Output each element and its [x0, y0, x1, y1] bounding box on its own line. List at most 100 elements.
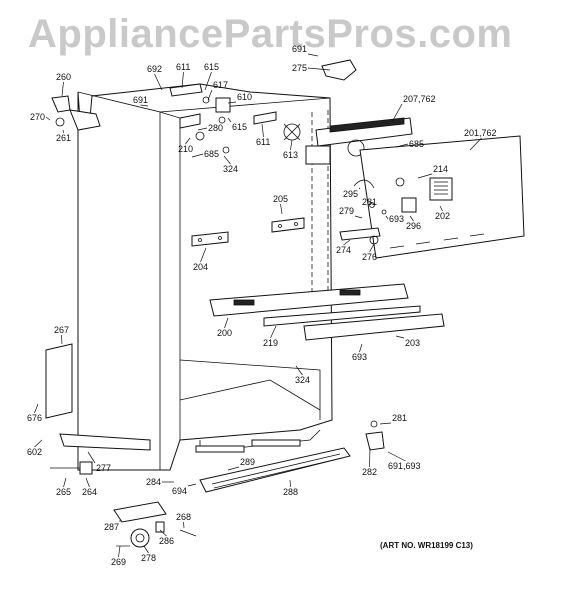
callout-c-287: 287 [104, 522, 119, 532]
callout-c-617: 617 [213, 80, 228, 90]
leader-c-203 [395, 335, 405, 339]
callout-c-289: 289 [240, 457, 255, 467]
callout-c-615-mid: 615 [232, 122, 247, 132]
thermostat-parts [339, 179, 387, 245]
leader-c-268 [183, 521, 185, 529]
lower-hinge-parts [365, 420, 385, 451]
leader-c-691-693 [387, 451, 406, 462]
leader-c-264 [85, 477, 90, 488]
leader-c-260 [61, 81, 64, 97]
callout-c-269: 269 [111, 557, 126, 567]
callout-c-264: 264 [82, 487, 97, 497]
leader-c-205 [280, 203, 283, 215]
top-hinge-bracket [321, 59, 357, 81]
callout-c-691-top: 691 [292, 44, 307, 54]
leader-c-288 [289, 479, 291, 488]
callout-c-279: 279 [339, 206, 354, 216]
leader-c-269 [118, 545, 121, 558]
leader-c-276 [369, 243, 375, 253]
callout-c-694: 694 [172, 486, 187, 496]
callout-c-261: 261 [56, 133, 71, 143]
callout-c-602: 602 [27, 447, 42, 457]
callout-c-203: 203 [405, 338, 420, 348]
hinge-bracket-right [271, 217, 305, 233]
callout-c-295: 295 [343, 189, 358, 199]
leader-c-280 [197, 127, 208, 131]
callout-c-205: 205 [273, 194, 288, 204]
leader-c-617 [207, 89, 213, 101]
callout-c-288: 288 [283, 487, 298, 497]
callout-c-265: 265 [56, 487, 71, 497]
leader-c-611-top [181, 71, 184, 89]
callout-c-268: 268 [176, 512, 191, 522]
leader-c-275 [307, 67, 331, 71]
leader-c-693-lower [359, 343, 363, 353]
callout-c-274: 274 [336, 245, 351, 255]
callout-c-200: 200 [217, 328, 232, 338]
leader-c-200 [224, 317, 229, 329]
leader-c-277 [87, 451, 96, 464]
callout-c-282: 282 [362, 467, 377, 477]
evaporator-assembly [283, 117, 413, 165]
leader-c-602 [34, 439, 43, 448]
leader-c-692 [154, 73, 163, 91]
leader-c-202 [439, 205, 443, 212]
callout-c-275: 275 [292, 63, 307, 73]
leader-c-207-762 [391, 103, 403, 123]
leader-c-204 [200, 247, 207, 263]
leader-c-613 [290, 139, 293, 151]
callout-c-210: 210 [178, 144, 193, 154]
callout-c-611-top: 611 [176, 62, 190, 72]
leader-c-281-lower [379, 422, 392, 425]
leader-c-267 [61, 334, 63, 345]
hinge-bracket-left [191, 231, 229, 247]
leader-c-286 [159, 529, 167, 537]
callout-c-270: 270 [30, 112, 45, 122]
callout-c-685-right: 685 [409, 139, 424, 149]
leader-c-691-top [307, 53, 319, 57]
callout-c-296: 296 [406, 221, 421, 231]
leader-c-296 [409, 215, 414, 222]
leader-c-201-762 [469, 137, 482, 151]
callout-c-610: 610 [237, 92, 252, 102]
callout-c-693-lower: 693 [352, 352, 367, 362]
callout-c-693-upper: 693 [389, 214, 404, 224]
leader-c-214 [417, 173, 433, 179]
callout-c-284: 284 [146, 477, 161, 487]
leader-c-281-upper [369, 201, 375, 206]
callout-c-286: 286 [159, 536, 174, 546]
callout-c-214: 214 [433, 164, 448, 174]
leader-c-278 [143, 545, 149, 554]
callout-c-324-lower: 324 [295, 375, 310, 385]
callout-c-691-693: 691,693 [388, 461, 421, 471]
callout-c-267: 267 [54, 325, 69, 335]
control-panel [359, 135, 525, 259]
callout-c-201-762: 201,762 [464, 128, 497, 138]
leader-c-676 [34, 403, 39, 414]
leader-c-610 [227, 101, 237, 104]
leader-c-685-right [395, 143, 409, 148]
side-panel [45, 343, 73, 419]
watermark-logo: AppliancePartsPros.com [28, 12, 513, 56]
callout-c-676: 676 [27, 413, 42, 423]
leader-c-324-top [223, 155, 231, 165]
leader-c-274 [343, 239, 351, 246]
callout-c-202: 202 [435, 211, 450, 221]
cabinet-body [77, 83, 333, 471]
leader-c-615-mid [227, 117, 232, 123]
callout-c-692: 692 [147, 64, 162, 74]
leader-c-324-lower [295, 365, 303, 376]
leveling-leg [50, 461, 93, 475]
callout-c-204: 204 [193, 262, 208, 272]
leader-c-694 [187, 483, 197, 487]
callout-c-278: 278 [141, 553, 156, 563]
callout-c-219: 219 [263, 338, 278, 348]
callout-c-276: 276 [362, 252, 377, 262]
leader-c-693-upper [385, 215, 389, 220]
leader-c-685-left [191, 153, 204, 158]
callout-c-281-lower: 281 [392, 413, 407, 423]
leader-c-282 [369, 447, 371, 468]
callout-c-691-mid: 691 [133, 95, 148, 105]
